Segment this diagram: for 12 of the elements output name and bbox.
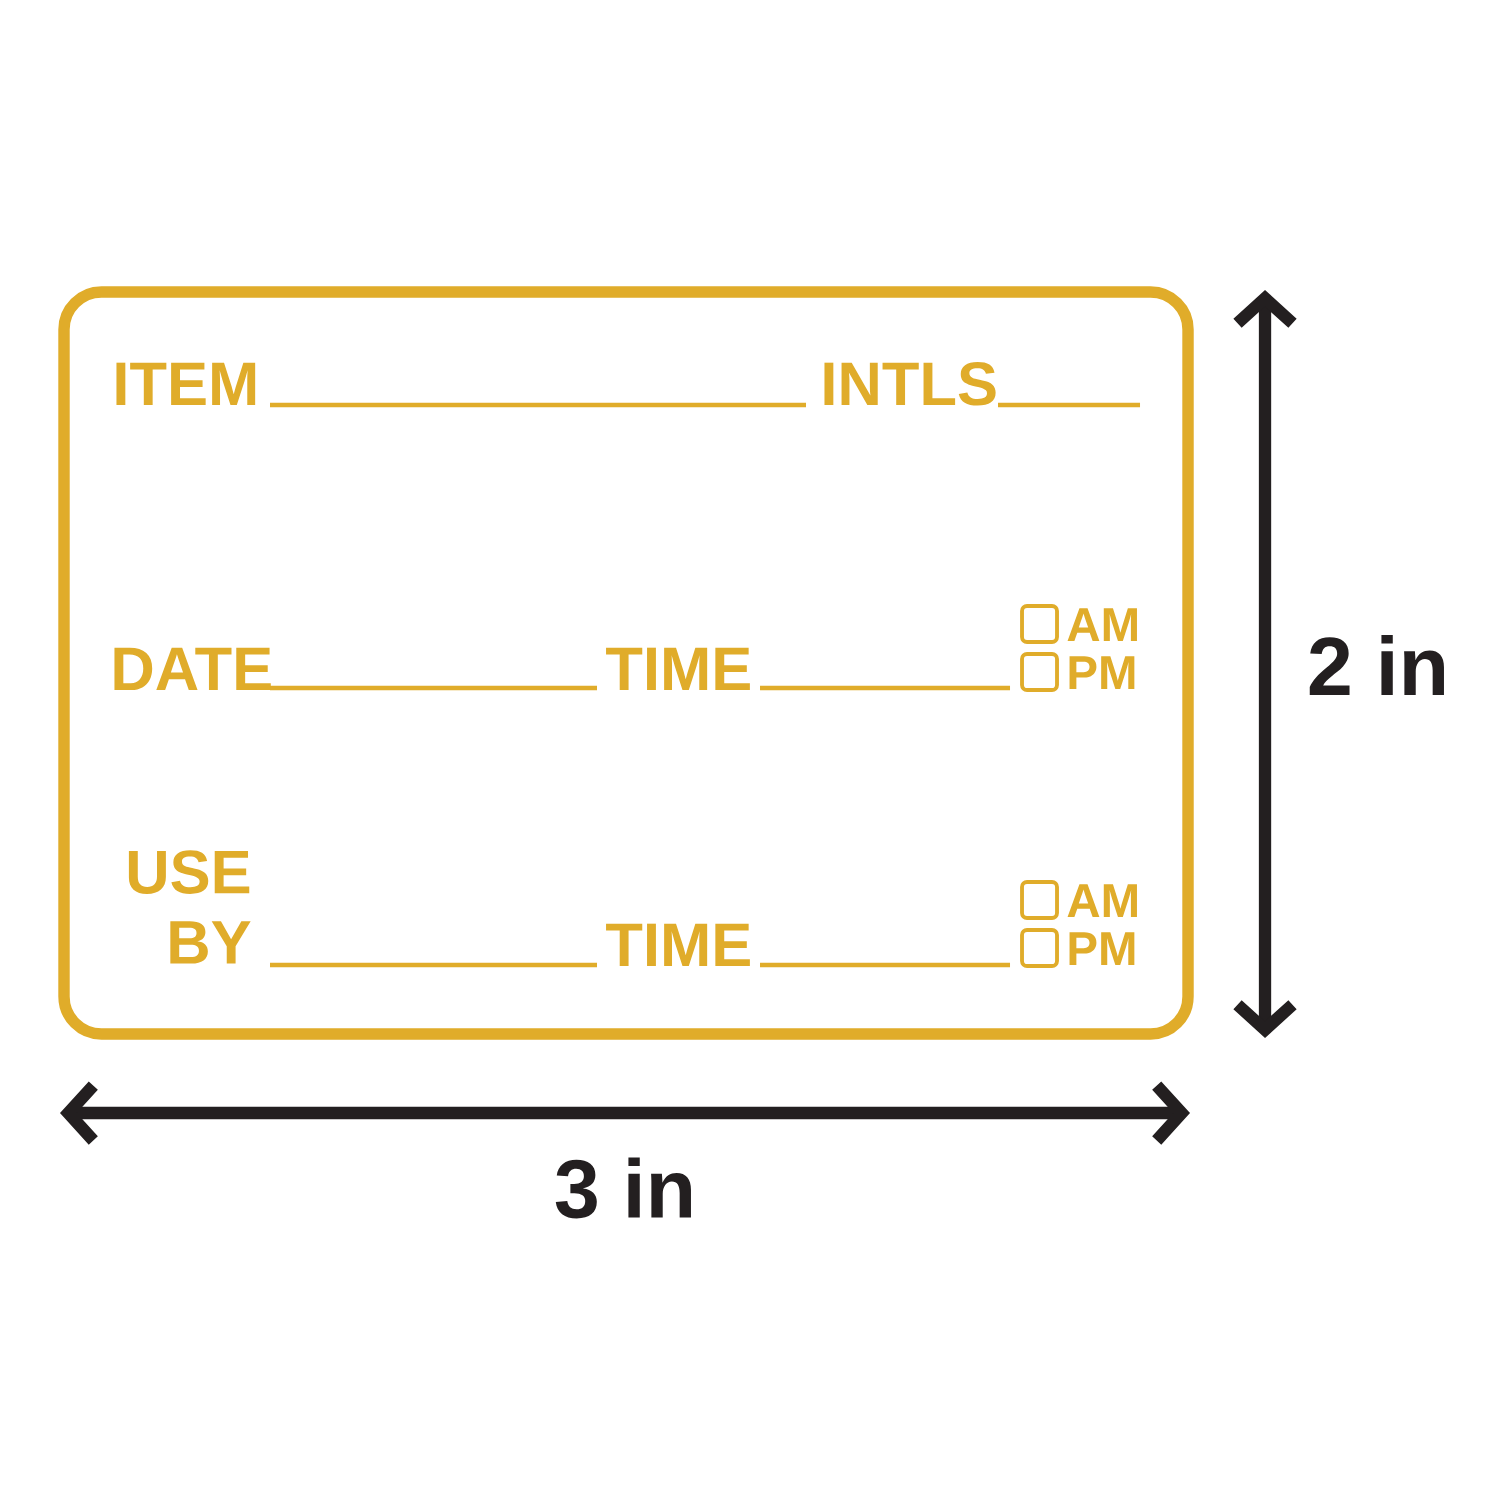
field-label: USE BY [128,850,251,964]
field-label: ITEM [116,362,256,405]
checkbox-label: AM [1067,608,1137,641]
checkbox-label: AM [1067,884,1137,917]
field-label: TIME [606,647,750,690]
checkbox-label: PM [1069,656,1135,689]
dimension-label: 3 in [555,1157,691,1219]
dimension-label: 2 in [1309,635,1444,695]
field-label: TIME [606,923,750,966]
checkbox-label: PM [1069,932,1135,965]
field-label: INTLS [824,362,996,406]
field-label: DATE [114,647,271,690]
